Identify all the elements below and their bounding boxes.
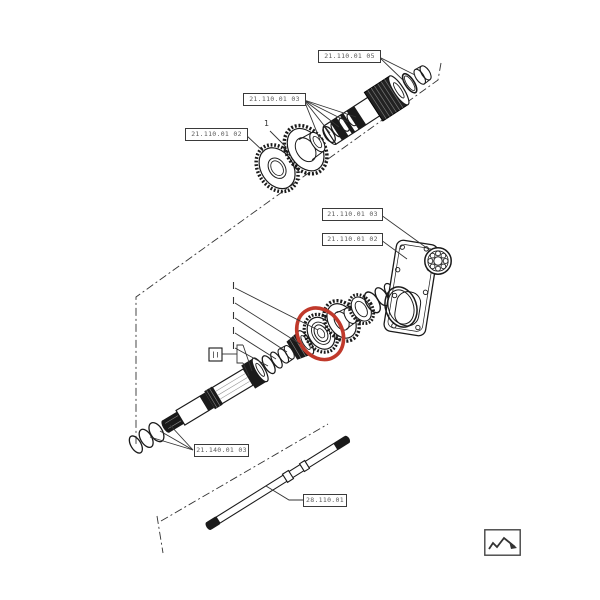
part-ref-label-cover-plate[interactable]: 21.110.01 02	[322, 233, 383, 246]
highlight-ellipse	[294, 306, 346, 362]
snap-ring	[401, 72, 418, 94]
detail-boundary-lower-corner	[156, 515, 164, 554]
leader-lines	[149, 56, 432, 501]
upper-shaft-assembly	[322, 65, 432, 146]
detail-boundary-lower	[160, 423, 329, 522]
part-ref-label-lower-shaft[interactable]: 28.110.01	[303, 494, 347, 507]
ball-bearing	[424, 247, 452, 275]
part-ref-label-gear-cluster[interactable]: 21.110.01 03	[243, 93, 306, 106]
part-ref-label-shaft-end-rings[interactable]: 21.140.01 03	[194, 444, 249, 457]
part-ref-label-top-right-shaft[interactable]: 21.110.01 05	[318, 50, 381, 63]
lower-drive-shaft	[205, 435, 351, 530]
main-shaft-assembly	[128, 282, 398, 454]
part-ref-label-cover-bearing[interactable]: 21.110.01 03	[322, 208, 383, 221]
callout-number-1: 1	[264, 119, 270, 128]
large-seal-ring	[384, 286, 418, 328]
zigzag-icon-glyph	[484, 529, 521, 556]
detail-boundary-upper	[135, 62, 442, 446]
gear-cluster	[254, 113, 357, 194]
zigzag-next-page-icon[interactable]	[484, 529, 521, 556]
sub-assembly-indicator	[208, 344, 253, 377]
part-ref-label-left-gear[interactable]: 21.110.01 02	[185, 128, 248, 141]
